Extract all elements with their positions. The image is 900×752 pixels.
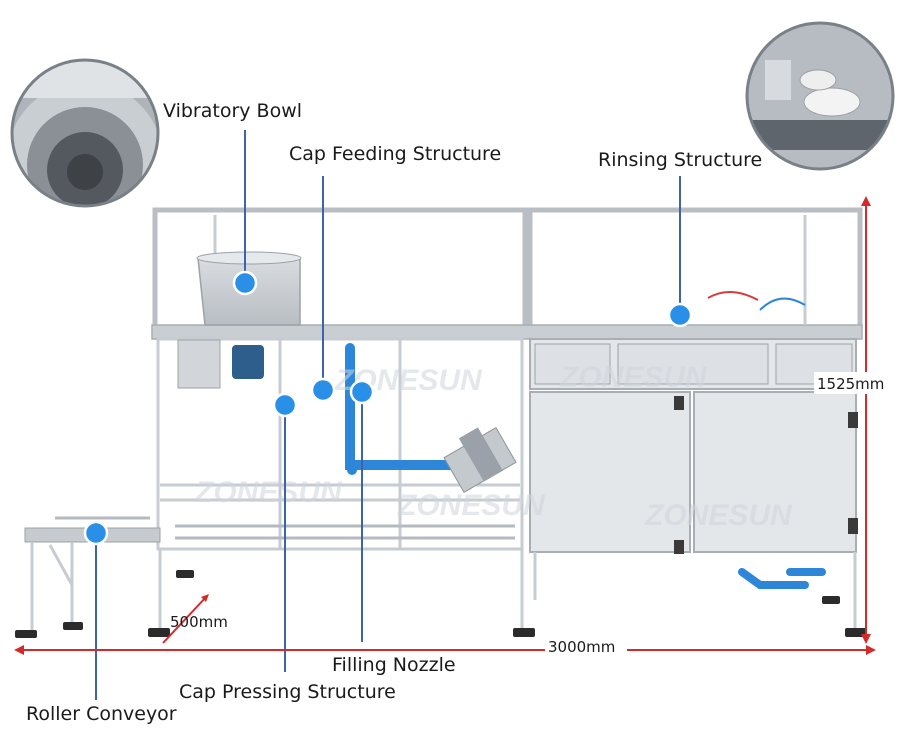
label-cap-feeding-structure: Cap Feeding Structure (289, 143, 501, 165)
filling-nozzle-assembly (443, 426, 517, 494)
roller-conveyor-marker (83, 520, 109, 546)
label-cap-pressing-structure: Cap Pressing Structure (179, 681, 396, 703)
control-box (177, 339, 221, 389)
label-vibratory-bowl: Vibratory Bowl (163, 100, 302, 122)
dim-length: 3000mm (548, 638, 615, 656)
vibratory-bowl-detail-inset (10, 58, 160, 208)
label-rinsing-structure: Rinsing Structure (598, 149, 762, 171)
vibratory-bowl-marker (232, 270, 258, 296)
leveling-feet (15, 570, 867, 638)
filling-nozzle-marker (349, 379, 375, 405)
motor (232, 345, 264, 379)
cap-feeding-marker (310, 377, 336, 403)
callout-leaders (95, 130, 681, 700)
cabinet-door-right (693, 391, 857, 553)
label-roller-conveyor: Roller Conveyor (26, 703, 177, 725)
dim-label-bg (814, 372, 896, 394)
watermark: ZONESUN (397, 489, 546, 522)
rinsing-detail-inset (745, 21, 895, 171)
dimension-lines (14, 196, 876, 655)
dim-conveyor-height: 500mm (170, 613, 228, 631)
dim-height: 1525mm (817, 375, 884, 393)
machine-frame (15, 207, 867, 638)
cabinet-door-left (529, 391, 691, 553)
rinsing-marker (667, 302, 693, 328)
roller-conveyor (24, 516, 515, 630)
water-pipes (345, 291, 826, 589)
dim-label-bg (545, 636, 627, 658)
cap-pressing-marker (272, 392, 298, 418)
watermark: ZONESUN (194, 476, 343, 509)
watermark: ZONESUN (559, 361, 708, 394)
label-filling-nozzle: Filling Nozzle (332, 654, 456, 676)
watermark: ZONESUN (644, 499, 793, 532)
